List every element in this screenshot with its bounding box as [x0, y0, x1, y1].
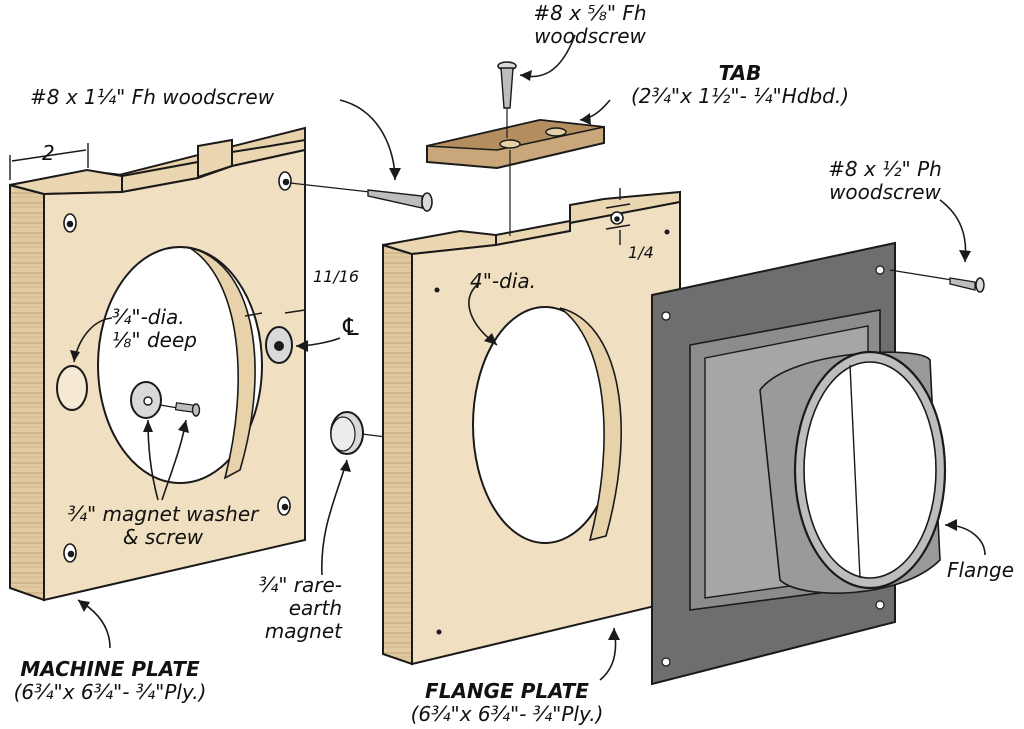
rare-earth-magnet-label-line1: ¾" rare- — [258, 573, 342, 597]
tab-screw-label-line1: #8 x ⅝" Fh — [533, 1, 647, 25]
ph-screw-label-line2: woodscrew — [829, 180, 941, 204]
flange-plate-label: FLANGE PLATE (6¾"x 6¾"- ¾"Ply.) — [392, 680, 622, 726]
rare-earth-magnet-label-line3: magnet — [264, 619, 342, 643]
ph-screw-label-line1: #8 x ½" Ph — [828, 157, 942, 181]
dimension-11-16: 11/16 — [313, 267, 360, 286]
dimension-lines — [9, 143, 631, 317]
dimension-1-4: 1/4 — [628, 243, 654, 262]
magnet-washer-label: ¾" magnet washer & screw — [48, 503, 278, 549]
tab-screw-label-line2: woodscrew — [534, 24, 646, 48]
flange-plate-title: FLANGE PLATE — [425, 679, 589, 703]
magnet-washer-label-line1: ¾" magnet washer — [67, 502, 259, 526]
machine-plate-title: MACHINE PLATE — [20, 657, 200, 681]
washer-screw — [159, 402, 201, 417]
machine-plate — [9, 126, 306, 602]
machine-plate-dimensions: (6¾"x 6¾"- ¾"Ply.) — [13, 680, 207, 704]
counterbore-label: ¾"-dia. ⅛" deep — [112, 306, 197, 352]
long-screw-label: #8 x 1¼" Fh woodscrew — [30, 85, 275, 109]
flange-plate-left-edge — [382, 243, 413, 666]
long-fh-woodscrew — [289, 182, 433, 212]
tab-label: TAB (2¾"x 1½"- ¼"Hdbd.) — [600, 62, 880, 108]
rare-earth-magnet-label: ¾" rare- earth magnet — [222, 574, 342, 643]
rare-earth-magnet — [330, 411, 387, 455]
counterbore-label-line2: ⅛" deep — [112, 328, 197, 352]
machine-plate-left-edge — [9, 183, 45, 602]
tab-fh-woodscrew — [497, 61, 517, 138]
rare-earth-magnet-label-line2: earth — [288, 596, 342, 620]
machine-plate-hole — [97, 246, 263, 484]
machine-plate-label: MACHINE PLATE (6¾"x 6¾"- ¾"Ply.) — [0, 658, 220, 704]
counterbore-label-line1: ¾"-dia. — [112, 305, 185, 329]
ph-screw-label: #8 x ½" Ph woodscrew — [800, 158, 970, 204]
centerline-symbol: ℄ — [340, 313, 362, 341]
metal-flange — [651, 241, 947, 686]
flange-plate — [382, 190, 681, 666]
four-inch-hole-label: 4"-dia. — [470, 269, 537, 293]
tab-dimensions: (2¾"x 1½"- ¼"Hdbd.) — [630, 84, 850, 108]
dimension-2: 2 — [42, 141, 55, 165]
counterbore-hole — [56, 365, 88, 411]
flange-label: Flange — [947, 558, 1014, 582]
arrowheads — [70, 70, 971, 640]
tab-screw-label: #8 x ⅝" Fh woodscrew — [520, 2, 660, 48]
magnet-washer-label-line2: & screw — [122, 525, 204, 549]
ph-woodscrew — [889, 269, 985, 293]
tab-hardboard — [426, 118, 605, 236]
tab-title: TAB — [718, 61, 762, 85]
machine-plate-screw-holes — [63, 171, 292, 563]
flange-plate-dimensions: (6¾"x 6¾"- ¾"Ply.) — [410, 702, 604, 726]
